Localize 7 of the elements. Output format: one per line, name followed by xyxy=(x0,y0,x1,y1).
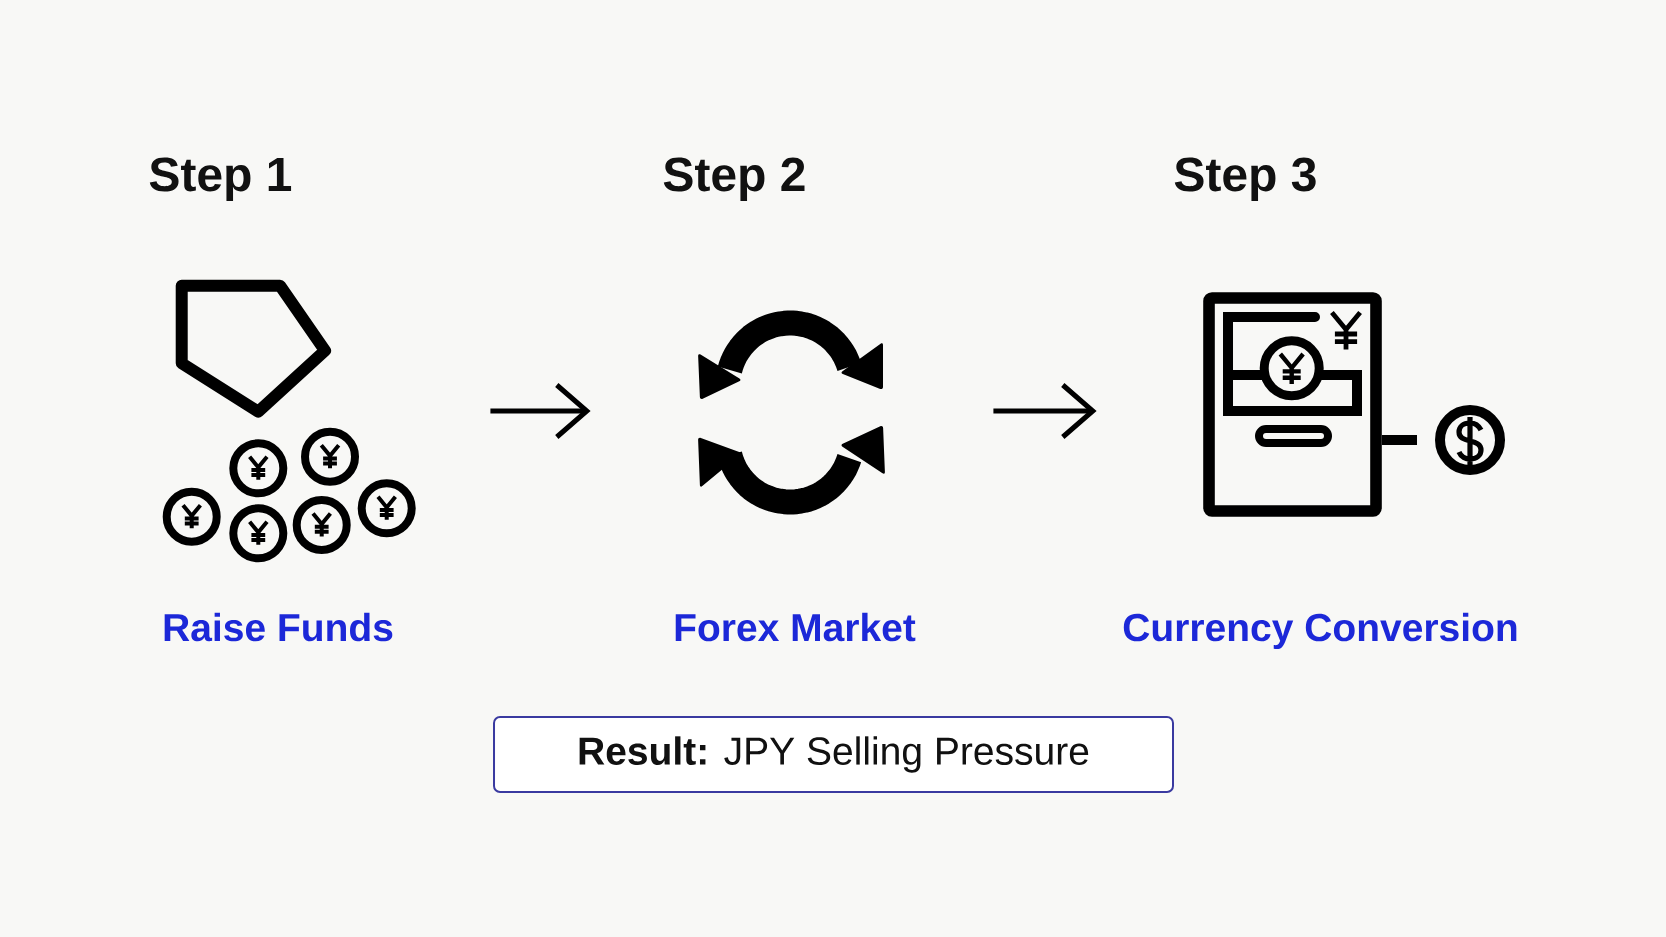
step-caption: Raise Funds xyxy=(164,612,393,642)
result-box: Result: JPY Selling Pressure xyxy=(493,716,1174,793)
step-heading: Step 3 xyxy=(1174,157,1316,201)
step-heading: Step 1 xyxy=(149,157,292,201)
step-caption: Currency Conversion xyxy=(1123,612,1517,650)
step-heading: Step 2 xyxy=(663,157,805,201)
step-caption: Forex Market xyxy=(675,612,916,642)
